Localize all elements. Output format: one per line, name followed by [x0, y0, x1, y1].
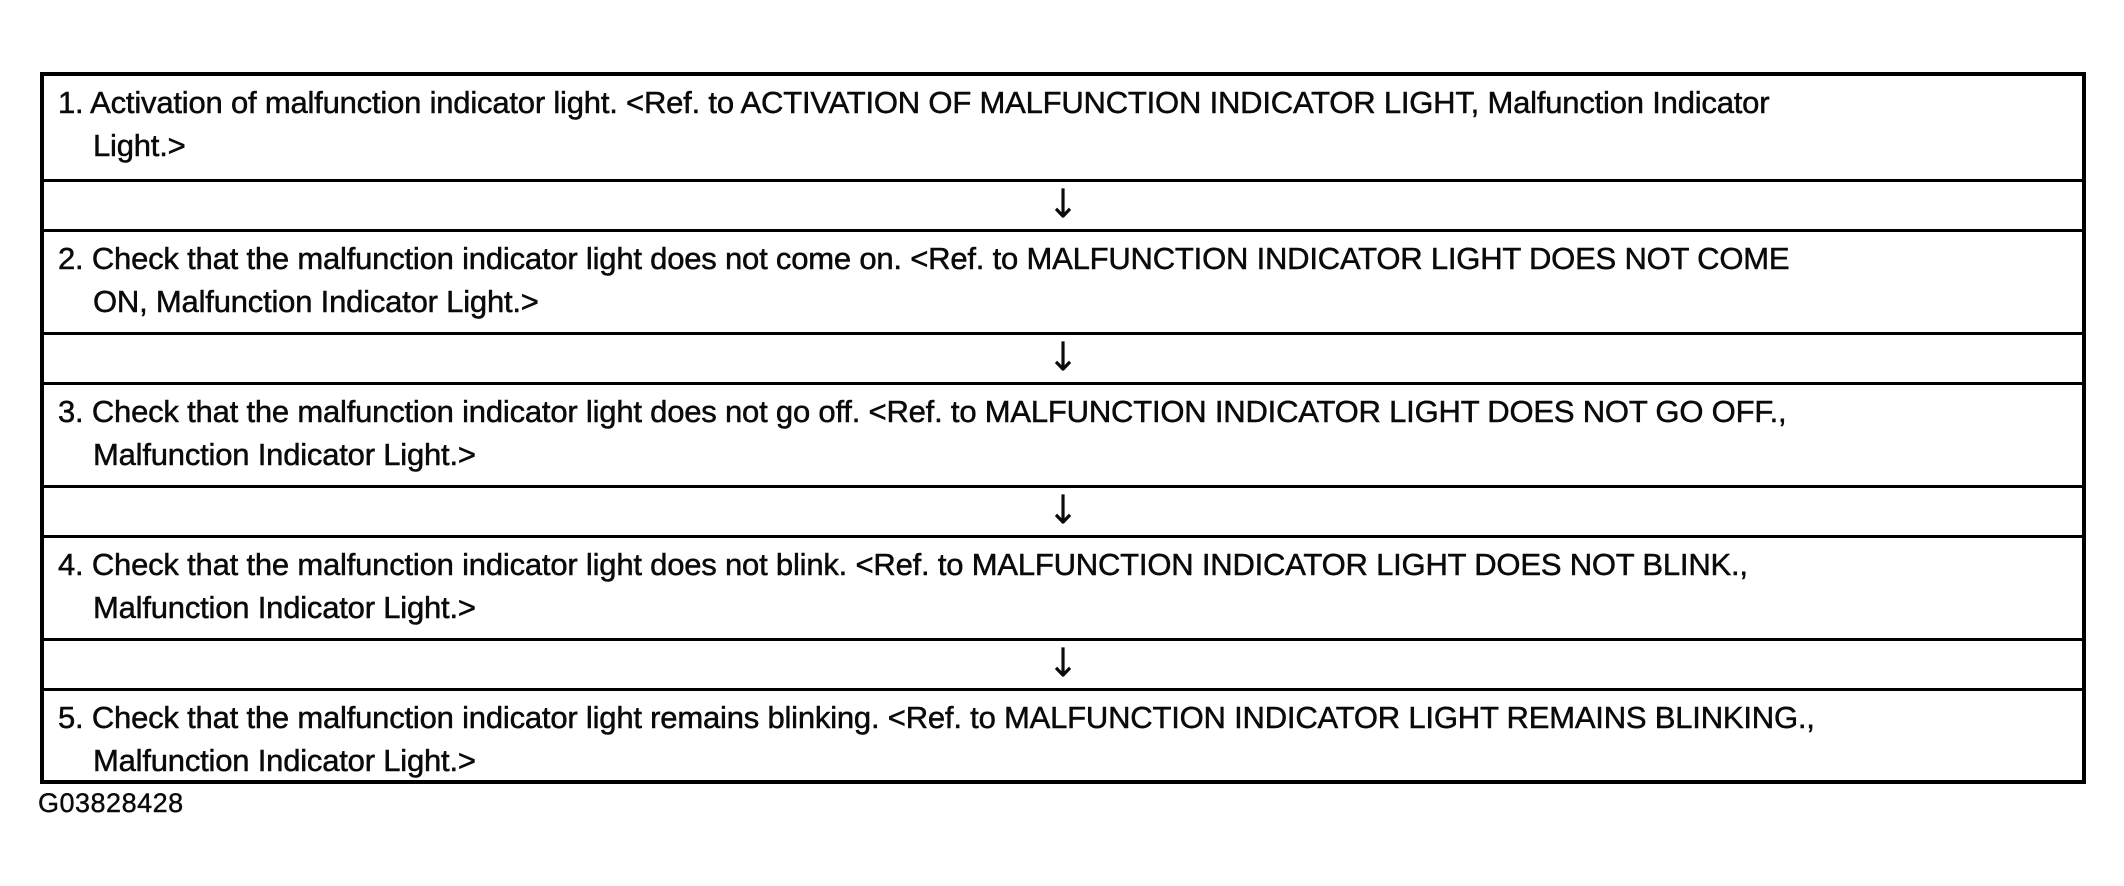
connector-row-1: ↓: [44, 179, 2082, 229]
step-2-line-2: ON, Malfunction Indicator Light.>: [93, 284, 539, 320]
connector-row-3: ↓: [44, 485, 2082, 535]
down-arrow-icon: ↓: [1047, 639, 1079, 687]
step-2-line-1: 2. Check that the malfunction indicator …: [58, 241, 1790, 277]
connector-row-2: ↓: [44, 332, 2082, 382]
flow-step-4: 4. Check that the malfunction indicator …: [44, 535, 2082, 638]
flowchart-table: 1. Activation of malfunction indicator l…: [40, 72, 2086, 784]
down-arrow-icon: ↓: [1047, 486, 1079, 534]
step-3-line-2: Malfunction Indicator Light.>: [93, 437, 476, 473]
flow-step-3: 3. Check that the malfunction indicator …: [44, 382, 2082, 485]
figure-code: G03828428: [38, 788, 184, 818]
step-5-line-2: Malfunction Indicator Light.>: [93, 743, 476, 779]
step-1-line-1: 1. Activation of malfunction indicator l…: [58, 85, 1770, 121]
step-4-line-1: 4. Check that the malfunction indicator …: [58, 547, 1749, 583]
flow-step-5: 5. Check that the malfunction indicator …: [44, 688, 2082, 780]
down-arrow-icon: ↓: [1047, 180, 1079, 228]
step-5-line-1: 5. Check that the malfunction indicator …: [58, 700, 1815, 736]
step-1-line-2: Light.>: [93, 128, 186, 164]
step-3-line-1: 3. Check that the malfunction indicator …: [58, 394, 1787, 430]
flow-step-2: 2. Check that the malfunction indicator …: [44, 229, 2082, 332]
connector-row-4: ↓: [44, 638, 2082, 688]
down-arrow-icon: ↓: [1047, 333, 1079, 381]
step-4-line-2: Malfunction Indicator Light.>: [93, 590, 476, 626]
flow-step-1: 1. Activation of malfunction indicator l…: [44, 76, 2082, 179]
